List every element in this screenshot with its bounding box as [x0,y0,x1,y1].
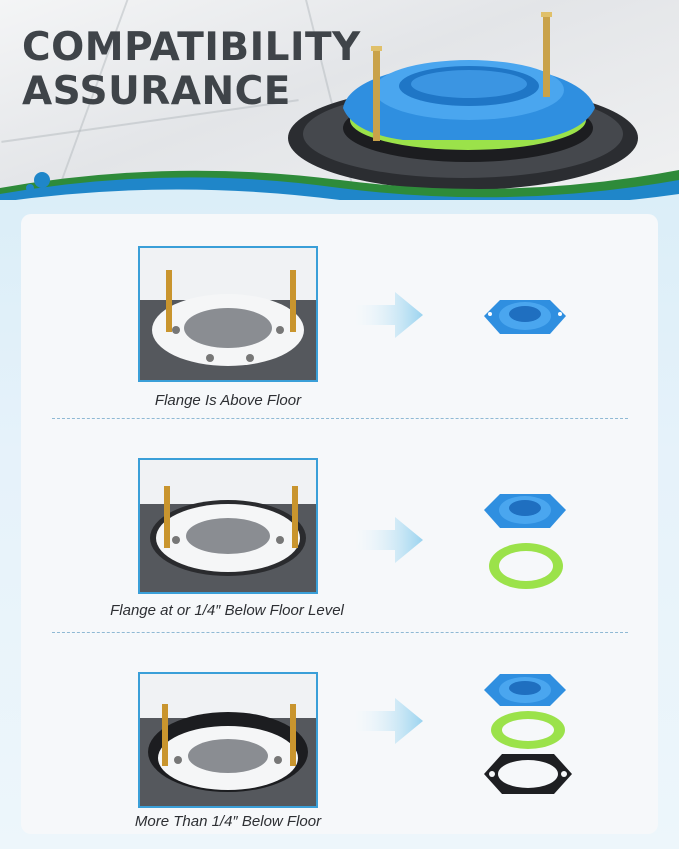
green-spacer-icon [489,543,563,589]
page-title: COMPATIBILITY ASSURANCE [22,25,361,114]
row-2-caption: Flange at or 1/4″ Below Floor Level [110,602,344,619]
hero-product-image [288,12,638,190]
row-divider [52,632,628,633]
row-3-caption: More Than 1/4″ Below Floor [134,813,322,830]
flange-scene-above-floor [138,246,318,382]
row-1-caption: Flange Is Above Floor [154,392,302,409]
black-spacer-icon [484,754,572,794]
hero-banner: COMPATIBILITY ASSURANCE [0,0,679,200]
flange-scene-at-floor [138,458,318,594]
right-arrow-icon [345,517,423,563]
green-spacer-icon [491,711,565,749]
blue-wax-ring-icon [484,494,566,528]
blue-wax-ring-icon [484,674,566,706]
blue-wax-ring-icon [484,300,566,334]
right-arrow-icon [345,292,423,338]
flange-scene-below-floor [138,672,318,808]
right-arrow-icon [345,698,423,744]
row-divider [52,418,628,419]
